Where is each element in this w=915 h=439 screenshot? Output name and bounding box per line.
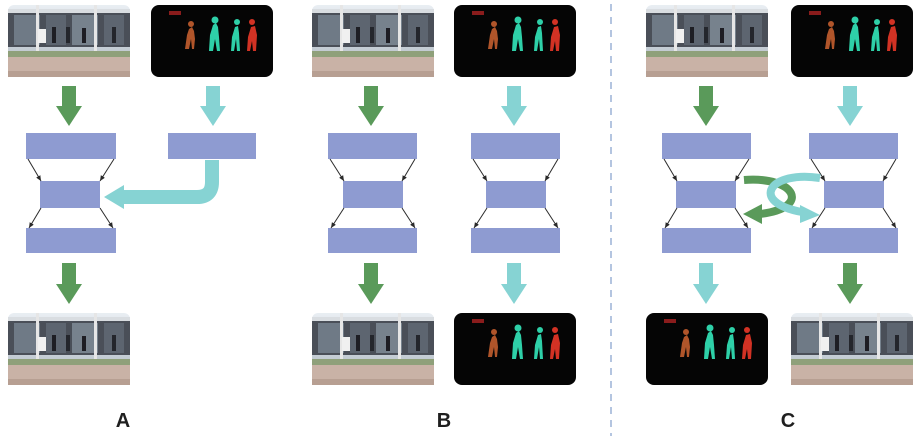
panel-label-a: A	[115, 410, 131, 432]
mask-fusion-arrowhead	[104, 185, 124, 209]
rgb-input-arrow	[693, 86, 719, 126]
mask-bottleneck-block	[486, 181, 546, 208]
mask-decoder-block	[809, 228, 898, 253]
connector-edges	[663, 158, 897, 229]
input-mask-image-icon	[791, 5, 913, 77]
rgb-output-arrow	[358, 263, 384, 304]
mask-exchange-arrowhead	[800, 205, 820, 223]
connector-edges	[27, 158, 115, 229]
input-rgb-image-icon	[646, 5, 768, 77]
input-rgb-image-icon	[312, 5, 434, 77]
panel-label-b: B	[436, 410, 452, 432]
panel-b	[312, 5, 576, 385]
rgb-bottleneck-block	[343, 181, 403, 208]
output-mask-image-icon	[454, 313, 576, 385]
connector-edges	[329, 158, 559, 229]
rgb-output-arrow	[56, 263, 82, 304]
mask-fusion-arrow	[122, 160, 219, 204]
panel-a	[8, 5, 273, 385]
mask-input-arrow	[501, 86, 527, 126]
mask-input-arrow	[200, 86, 226, 126]
mask-bottleneck-block	[824, 181, 884, 208]
input-rgb-image-icon	[8, 5, 130, 77]
encoder-block	[26, 133, 116, 159]
rgb-encoder-block	[662, 133, 751, 159]
panel-label-c: C	[780, 410, 796, 432]
rgb-encoder-block	[328, 133, 417, 159]
decoder-block	[26, 228, 116, 253]
mask-decoder-block	[471, 228, 560, 253]
rgb-bottleneck-block	[676, 181, 736, 208]
mask-encoder-block	[471, 133, 560, 159]
rgb-output-arrow	[837, 263, 863, 304]
mask-encoder-block	[168, 133, 256, 159]
panel-c	[646, 5, 913, 385]
output-rgb-image-icon	[791, 313, 913, 385]
mask-output-arrow	[693, 263, 719, 304]
output-rgb-image-icon	[8, 313, 130, 385]
output-mask-image-icon	[646, 313, 768, 385]
output-rgb-image-icon	[312, 313, 434, 385]
bottleneck-block	[40, 181, 100, 208]
mask-output-arrow	[501, 263, 527, 304]
input-mask-image-icon	[454, 5, 576, 77]
mask-input-arrow	[837, 86, 863, 126]
mask-to-rgb-exchange-arrow	[766, 172, 821, 216]
rgb-input-arrow	[358, 86, 384, 126]
rgb-decoder-block	[662, 228, 751, 253]
input-mask-image-icon	[151, 5, 273, 77]
mask-encoder-block	[809, 133, 898, 159]
rgb-exchange-arrowhead	[743, 204, 762, 224]
rgb-decoder-block	[328, 228, 417, 253]
rgb-to-mask-exchange-arrow	[743, 175, 796, 218]
rgb-input-arrow	[56, 86, 82, 126]
